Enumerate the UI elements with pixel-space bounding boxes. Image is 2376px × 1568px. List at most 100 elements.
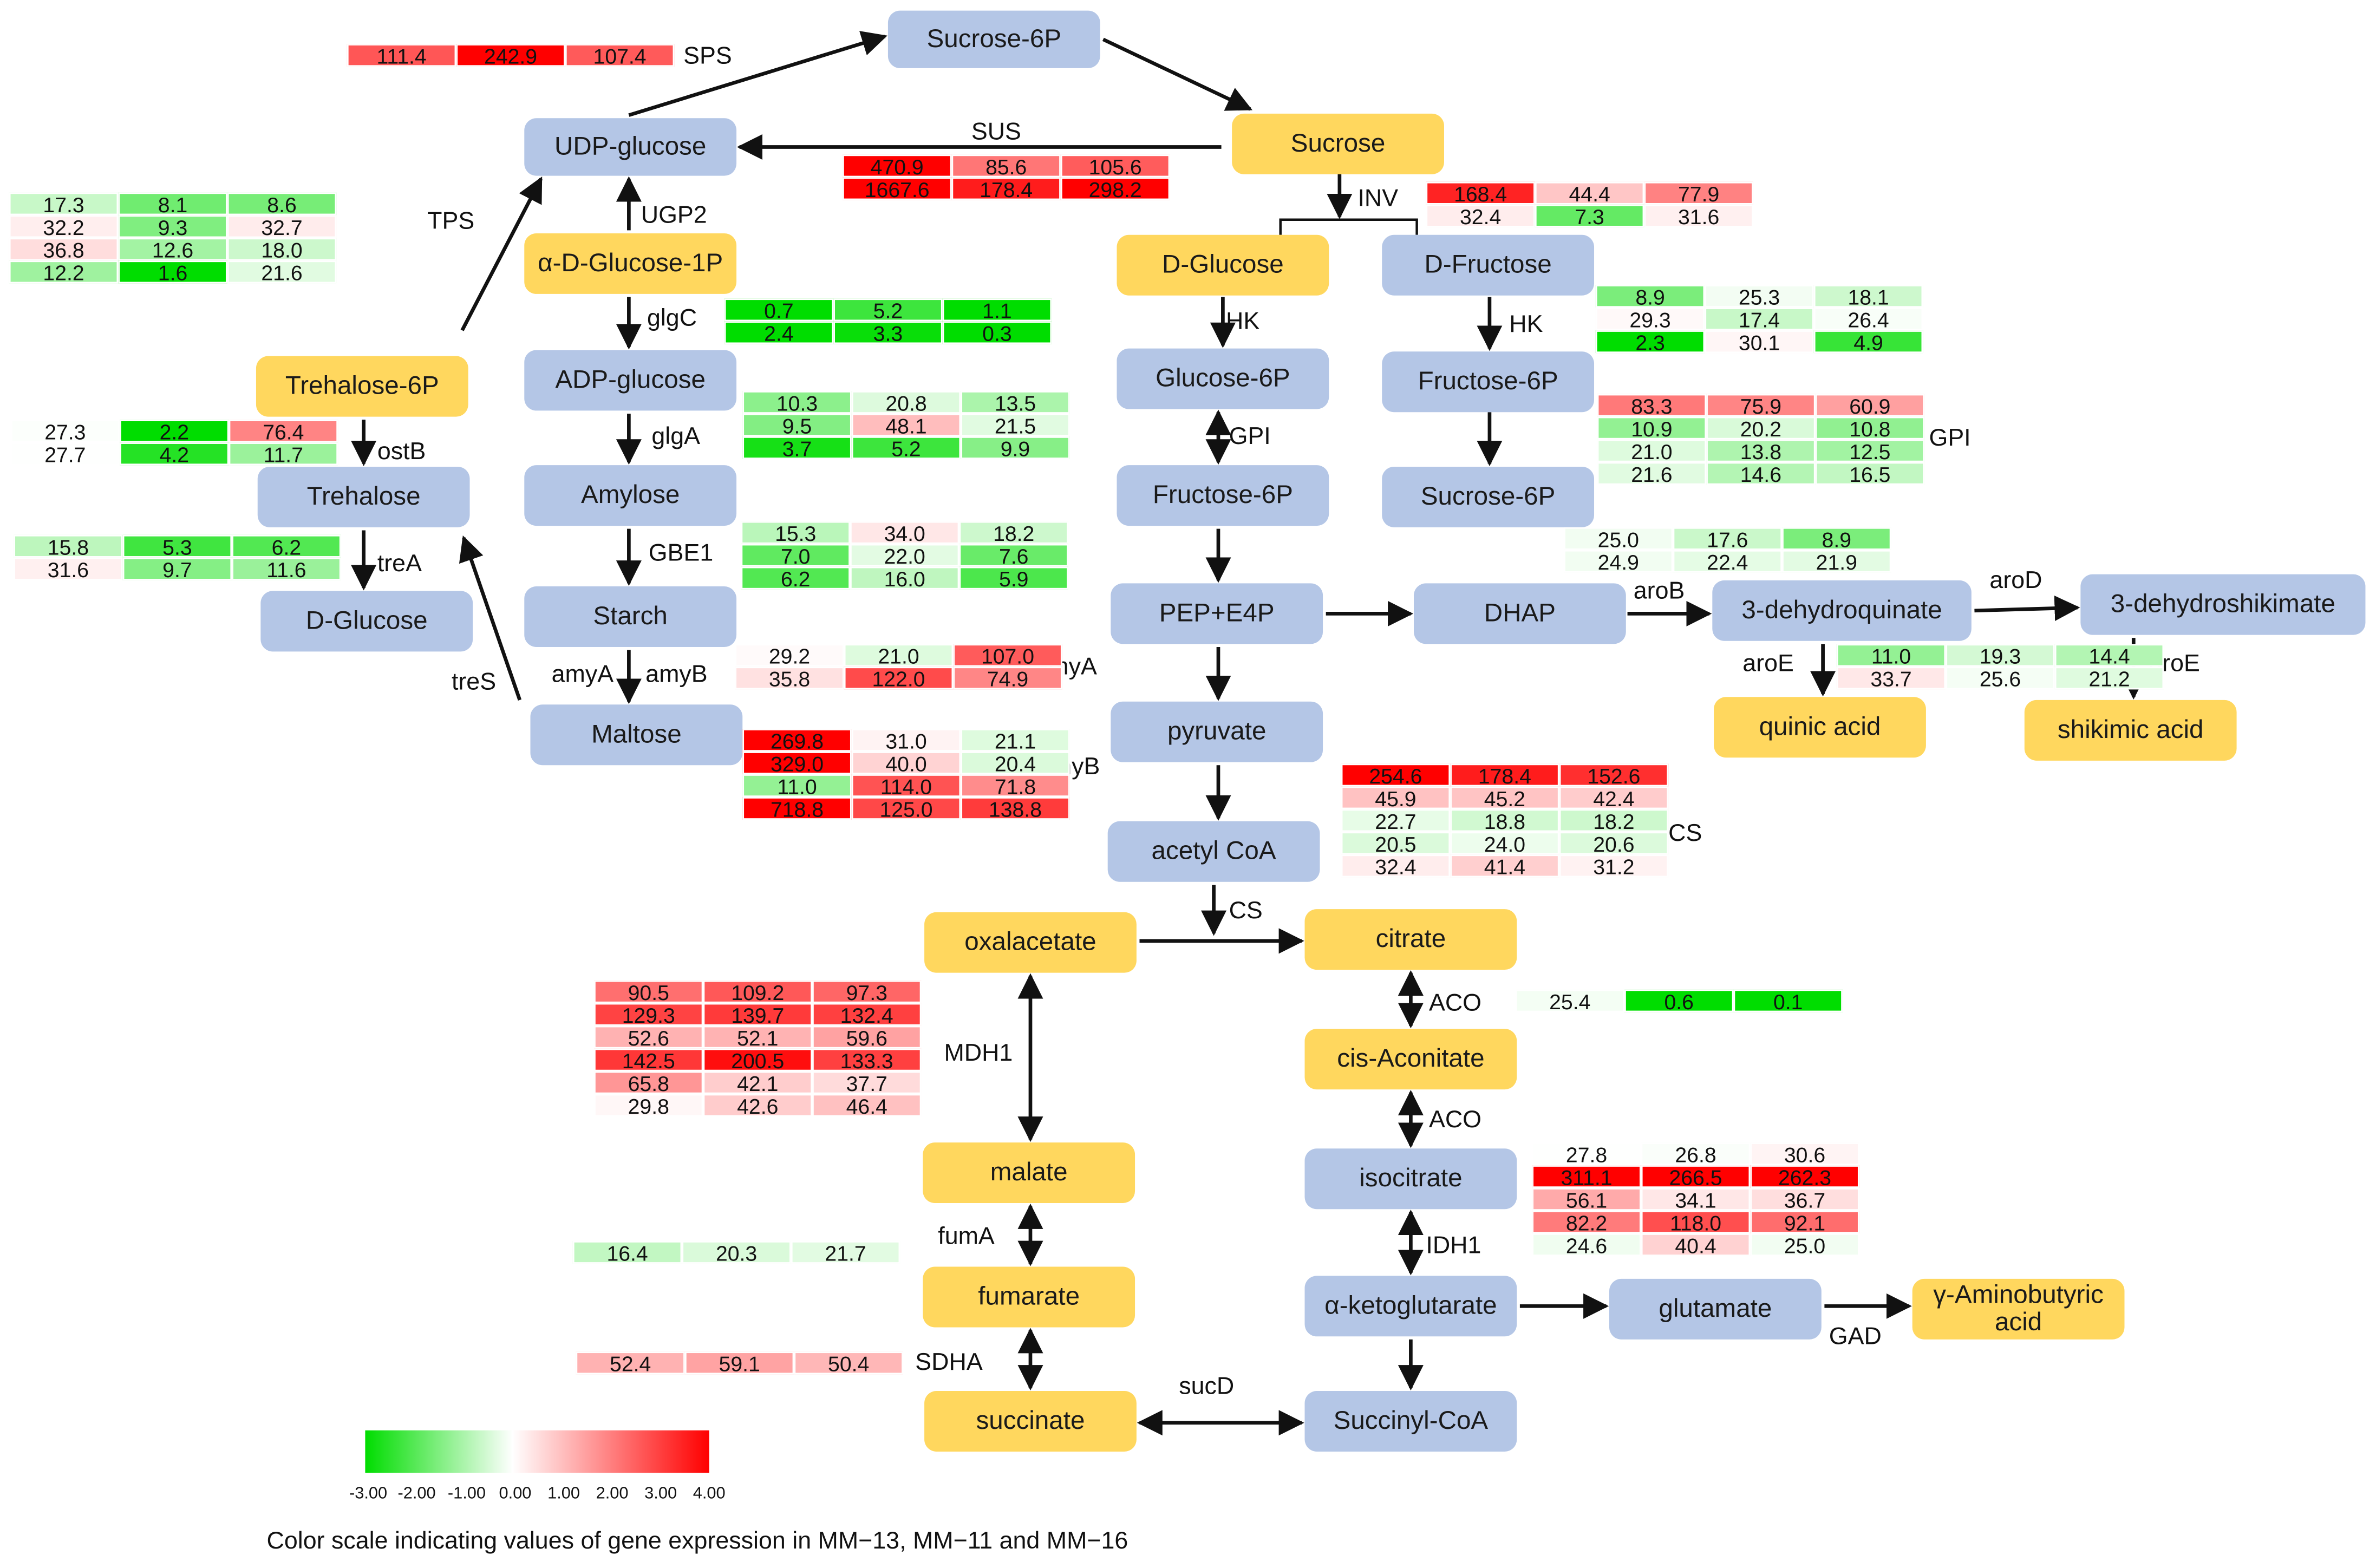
heatmap-cell: 36.8 (9, 238, 119, 261)
heatmap-cell: 40.4 (1641, 1233, 1751, 1256)
heatmap-cell: 10.9 (1597, 416, 1707, 440)
node-trehalose-6p: Trehalose-6P (256, 356, 468, 417)
heatmap-cell: 48.1 (851, 413, 961, 436)
heatmap-cell: 12.5 (1815, 439, 1925, 462)
heatmap-cell: 15.3 (741, 521, 850, 544)
heatmap-cell: 8.9 (1782, 527, 1891, 550)
node-malate: malate (923, 1142, 1135, 1204)
heatmap-cell: 8.6 (227, 192, 337, 215)
enzyme-label-glgc: glgC (647, 306, 697, 332)
inv-bracket (1279, 218, 1418, 235)
enzyme-label-fuma: fumA (938, 1224, 995, 1250)
heatmap-cell: 18.8 (1450, 809, 1559, 832)
heatmap-cell: 6.2 (232, 534, 341, 558)
heatmap-cell: 0.3 (942, 321, 1052, 344)
scale-tick: -1.00 (447, 1485, 486, 1504)
heatmap-cell: 1667.6 (842, 177, 952, 200)
heatmap-cell: 34.1 (1641, 1188, 1751, 1211)
heatmap-cell: 32.4 (1341, 854, 1451, 878)
heatmap-cell: 5.2 (833, 298, 943, 322)
node-isocitrate: isocitrate (1304, 1148, 1517, 1210)
heatmap-cell: 42.6 (703, 1094, 812, 1117)
node-citrate: citrate (1304, 909, 1517, 970)
heatmap-cell: 168.4 (1426, 181, 1535, 205)
heatmap-cell: 114.0 (851, 774, 961, 798)
heatmap-cell: 4.9 (1813, 330, 1923, 354)
scale-tick: -2.00 (397, 1485, 436, 1504)
pathway-arrow (628, 31, 887, 117)
heatmap-cell: 31.6 (14, 557, 123, 580)
heatmap-cell: 470.9 (842, 154, 952, 178)
heatmap-cell: 29.3 (1595, 308, 1705, 331)
heatmap-cell: 122.0 (844, 667, 954, 690)
heatmap-cell: 269.8 (742, 729, 852, 752)
node-glutamate: glutamate (1609, 1278, 1822, 1340)
heatmap-cell: 21.5 (961, 413, 1070, 436)
node-acetyl-coa: acetyl CoA (1107, 821, 1320, 882)
heatmap-cell: 0.6 (1624, 989, 1734, 1012)
heatmap-cell: 18.0 (227, 238, 337, 261)
heatmap-cell: 17.3 (9, 192, 119, 215)
heatmap-cell: 92.1 (1750, 1211, 1859, 1233)
heatmap-cell: 16.4 (572, 1240, 682, 1264)
heatmap-cell: 37.7 (812, 1071, 922, 1094)
heatmap-cell: 32.2 (9, 215, 119, 238)
heatmap-cell: 21.0 (844, 644, 954, 667)
heatmap-cell: 118.0 (1641, 1211, 1751, 1233)
heatmap-cell: 20.6 (1559, 832, 1669, 855)
heatmap-cell: 52.1 (703, 1025, 812, 1049)
enzyme-label-idh1: IDH1 (1426, 1233, 1481, 1259)
node-dhap: DHAP (1414, 583, 1626, 644)
heatmap-cell: 129.3 (594, 1003, 703, 1026)
heatmap-cell: 17.6 (1673, 527, 1783, 550)
enzyme-label-sucd: sucD (1179, 1374, 1235, 1400)
heatmap-cell: 59.1 (684, 1351, 794, 1375)
heatmap-cell: 29.8 (594, 1094, 703, 1117)
pathway-arrow (460, 177, 543, 331)
node-amylose: Amylose (524, 465, 737, 526)
heatmap-cell: 21.9 (1782, 550, 1891, 573)
enzyme-label-sus: SUS (971, 120, 1021, 146)
heatmap-cell: 60.9 (1815, 394, 1925, 417)
heatmap-cell: 36.7 (1750, 1188, 1859, 1211)
node-udp-glucose: UDP-glucose (524, 118, 737, 176)
heatmap-cell: 1.1 (942, 298, 1052, 322)
heatmap-cell: 24.6 (1532, 1233, 1641, 1256)
heatmap-cell: 46.4 (812, 1094, 922, 1117)
heatmap-cell: 52.4 (576, 1351, 685, 1375)
heatmap-cell: 59.6 (812, 1025, 922, 1049)
heatmap-cell: 152.6 (1559, 763, 1669, 787)
heatmap-cell: 40.0 (851, 752, 961, 775)
heatmap-cell: 32.7 (227, 215, 337, 238)
heatmap-cell: 254.6 (1341, 763, 1451, 787)
node-alpha-d-glucose-1p: α-D-Glucose-1P (524, 233, 737, 294)
heatmap-cell: 20.2 (1706, 416, 1816, 440)
heatmap-cell: 17.4 (1705, 308, 1814, 331)
pathway-arrow (459, 535, 522, 701)
heatmap-cell: 1.6 (118, 260, 227, 284)
heatmap-cell: 16.5 (1815, 462, 1925, 485)
heatmap-cell: 139.7 (703, 1003, 812, 1026)
enzyme-label-arod: aroD (1989, 568, 2042, 594)
heatmap-cell: 6.2 (741, 566, 850, 590)
heatmap-cell: 31.6 (1644, 204, 1753, 227)
heatmap-cell: 97.3 (812, 980, 922, 1003)
enzyme-label-hk-right: HK (1509, 312, 1543, 338)
heatmap-cell: 5.9 (959, 566, 1068, 590)
heatmap-cell: 25.6 (1946, 667, 2055, 690)
heatmap-cell: 718.8 (742, 797, 852, 820)
node-adp-glucose: ADP-glucose (524, 350, 737, 411)
heatmap-cell: 21.2 (2054, 667, 2164, 690)
heatmap-cell: 71.8 (961, 774, 1070, 798)
